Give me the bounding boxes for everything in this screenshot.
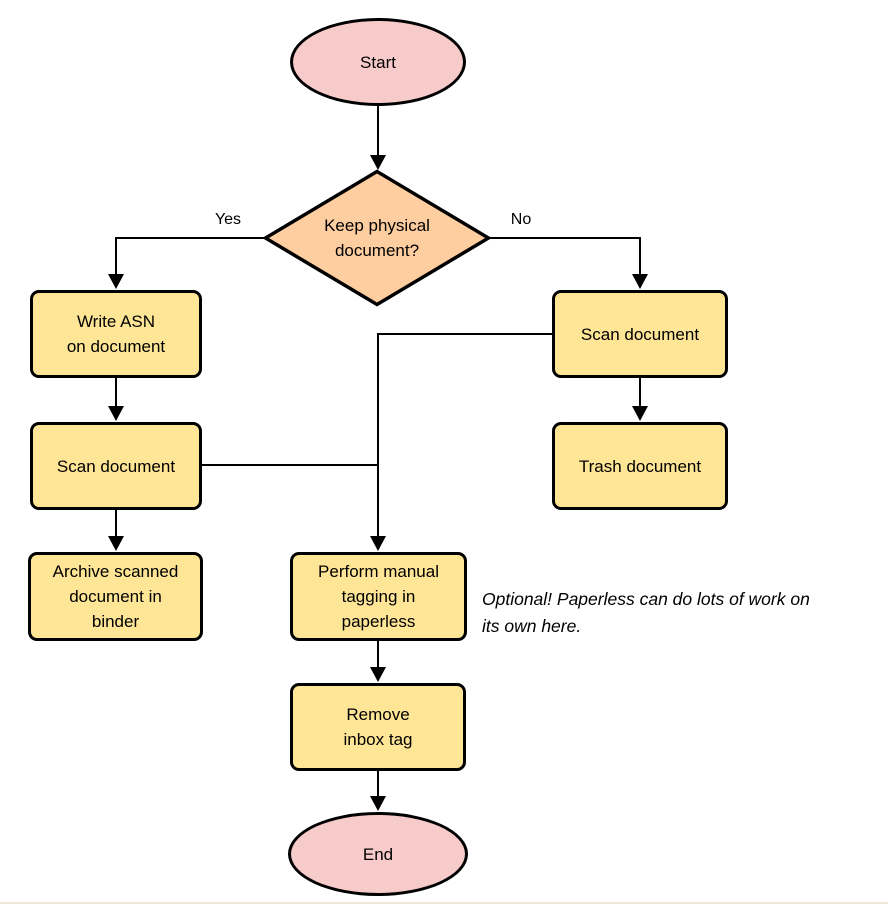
- edge-no-vline: [639, 237, 641, 275]
- node-start-label: Start: [360, 52, 396, 72]
- edge-scanright-trash-arrowhead: [632, 406, 648, 421]
- edge-scanright-merge-hline: [378, 333, 552, 335]
- node-scan-document-left: Scan document: [30, 422, 202, 510]
- edge-yes-vline: [115, 237, 117, 275]
- edge-scanleft-merge-hline: [202, 464, 379, 466]
- optional-note-line: its own here.: [482, 616, 582, 636]
- node-remove-inbox-tag-line: inbox tag: [343, 730, 413, 749]
- node-archive-label: Archive scanned document in binder: [53, 559, 179, 634]
- decision-diamond-shape: [263, 169, 491, 307]
- edge-start-decision-line: [377, 106, 379, 157]
- edge-scanright-trash-line: [639, 378, 641, 407]
- edge-no-hline: [489, 237, 641, 239]
- node-start: Start: [290, 18, 466, 106]
- node-archive-line: Archive scanned: [52, 562, 179, 581]
- bottom-border-rule: [0, 902, 888, 904]
- node-end-label: End: [362, 844, 394, 864]
- edge-scan-archive-line: [115, 510, 117, 537]
- optional-note: Optional! Paperless can do lots of work …: [482, 586, 810, 640]
- node-trash-document: Trash document: [552, 422, 728, 510]
- edge-label-no: No: [510, 211, 532, 228]
- node-archive-in-binder: Archive scanned document in binder: [28, 552, 203, 641]
- edge-merge-tagging-arrowhead: [370, 536, 386, 551]
- node-manual-tagging-line: tagging in: [341, 587, 416, 606]
- node-decision-keep-physical: Keep physical document?: [263, 169, 491, 307]
- optional-note-line: Optional! Paperless can do lots of work …: [482, 589, 810, 609]
- node-archive-line: binder: [91, 612, 140, 631]
- node-remove-inbox-tag-label: Remove inbox tag: [344, 702, 413, 752]
- edge-writeasn-scan-line: [115, 378, 117, 407]
- edge-merge-vline: [377, 333, 379, 537]
- edge-yes-arrowhead: [108, 274, 124, 289]
- node-scan-document-right-label: Scan document: [580, 324, 700, 344]
- edge-start-decision-arrowhead: [370, 155, 386, 170]
- edge-label-yes: Yes: [214, 211, 242, 228]
- node-write-asn-line: on document: [66, 337, 166, 356]
- node-archive-line: document in: [69, 587, 162, 606]
- node-write-asn-label: Write ASN on document: [67, 309, 165, 359]
- node-remove-inbox-tag: Remove inbox tag: [290, 683, 466, 771]
- node-write-asn-line: Write ASN: [76, 312, 156, 331]
- node-remove-inbox-tag-line: Remove: [346, 705, 410, 724]
- node-decision-label-line: Keep physical: [324, 216, 430, 235]
- edge-yes-hline: [116, 237, 266, 239]
- node-manual-tagging: Perform manual tagging in paperless: [290, 552, 467, 641]
- node-write-asn: Write ASN on document: [30, 290, 202, 378]
- node-manual-tagging-line: Perform manual: [318, 562, 439, 581]
- node-manual-tagging-line: paperless: [341, 612, 416, 631]
- edge-remove-end-arrowhead: [370, 796, 386, 811]
- node-end: End: [288, 812, 468, 896]
- edge-scan-archive-arrowhead: [108, 536, 124, 551]
- node-scan-document-left-label: Scan document: [56, 456, 176, 476]
- node-trash-document-label: Trash document: [578, 456, 702, 476]
- node-decision-label: Keep physical document?: [324, 213, 430, 263]
- edge-writeasn-scan-arrowhead: [108, 406, 124, 421]
- edge-tagging-remove-line: [377, 641, 379, 669]
- edge-tagging-remove-arrowhead: [370, 667, 386, 682]
- node-decision-label-line: document?: [334, 241, 420, 260]
- node-scan-document-right: Scan document: [552, 290, 728, 378]
- edge-no-arrowhead: [632, 274, 648, 289]
- node-manual-tagging-label: Perform manual tagging in paperless: [318, 559, 439, 634]
- edge-remove-end-line: [377, 771, 379, 798]
